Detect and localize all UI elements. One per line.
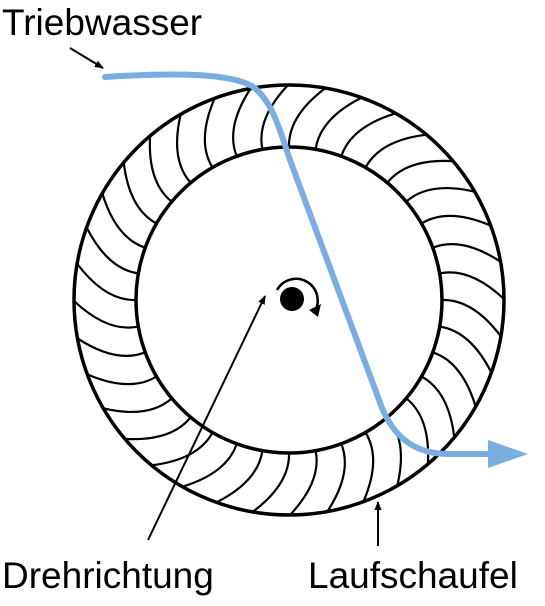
water-flow-arrowhead — [488, 440, 528, 468]
rotation-arrow-icon — [275, 277, 319, 312]
rotation-arrowhead-icon — [309, 304, 321, 317]
runner-blade — [439, 325, 493, 374]
runner-outer-ring — [72, 83, 506, 517]
blade-label: Laufschaufel — [308, 555, 518, 596]
runner-blade — [287, 87, 327, 148]
rotation-label-pointer — [147, 295, 266, 541]
runner-blade — [405, 186, 475, 203]
runner-blade — [181, 443, 238, 488]
runner-blade — [362, 431, 375, 503]
runner-blade — [326, 443, 346, 513]
runner-blade — [124, 416, 192, 441]
runner-blade — [86, 373, 158, 386]
runner-blade — [76, 337, 146, 357]
runner-blade — [215, 450, 264, 504]
runner-blades — [73, 84, 505, 516]
runner-blade — [386, 159, 454, 184]
runner-blade — [85, 226, 139, 275]
water-label-pointer — [69, 47, 104, 69]
runner-blade — [251, 452, 291, 513]
runner-blade — [175, 114, 192, 184]
runner-blade — [439, 271, 505, 300]
runner-blade — [122, 162, 158, 225]
rotation-label: Drehrichtung — [2, 555, 214, 596]
runner-blade — [405, 397, 430, 465]
runner-blade — [314, 96, 363, 150]
water-flow-path — [102, 71, 503, 457]
runner-blade — [420, 214, 492, 227]
runner-blade — [232, 87, 252, 157]
runner-blade — [203, 97, 216, 169]
runner-blade — [441, 298, 502, 338]
runner-blade — [76, 262, 137, 302]
runner-blade — [103, 397, 173, 414]
runner-blade — [151, 431, 214, 467]
runner-blade — [148, 135, 173, 203]
runner-blade — [73, 300, 139, 329]
runner-blade — [289, 450, 318, 516]
runner-blade — [101, 192, 146, 249]
runner-blade — [432, 243, 502, 263]
runner-blade — [260, 84, 289, 150]
runner-blade — [364, 133, 427, 169]
water-label: Triebwasser — [2, 2, 203, 43]
runner-blade — [340, 112, 397, 157]
runner-blade — [432, 351, 477, 408]
runner-blade — [420, 375, 456, 438]
hub-dot — [280, 287, 304, 311]
